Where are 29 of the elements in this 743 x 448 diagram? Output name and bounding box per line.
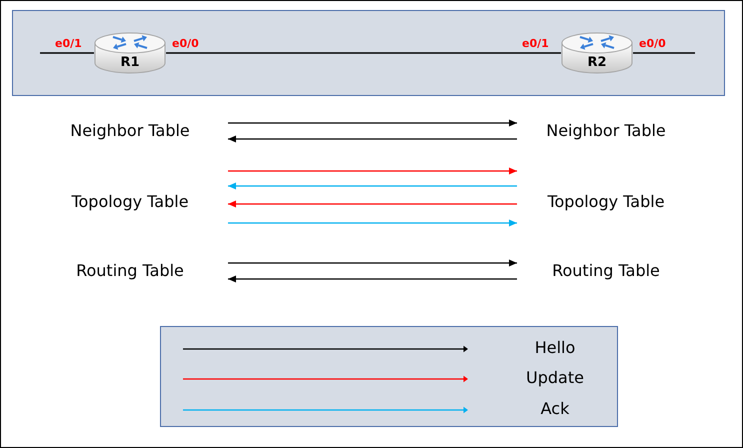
- table-label: Neighbor Table: [517, 120, 695, 142]
- interface-label: e0/0: [639, 37, 666, 50]
- arrow: [228, 168, 517, 174]
- legend-text: Hello: [534, 338, 576, 358]
- link-line: [633, 52, 695, 54]
- router: [94, 32, 166, 74]
- interface-label: e0/1: [522, 37, 549, 50]
- link-line: [40, 52, 94, 54]
- table-label: Topology Table: [517, 191, 695, 213]
- arrow: [228, 220, 517, 226]
- interface-label: e0/1: [55, 37, 82, 50]
- router-label: R1: [120, 55, 140, 70]
- table-label: Routing Table: [517, 260, 695, 282]
- router: [561, 32, 633, 74]
- arrow: [228, 276, 517, 282]
- router-label: R2: [587, 55, 607, 70]
- link-line: [166, 52, 561, 54]
- arrow: [228, 182, 517, 190]
- arrow: [228, 136, 517, 142]
- table-label: Routing Table: [32, 260, 228, 282]
- legend-text: Update: [526, 368, 584, 388]
- interface-label: e0/0: [172, 37, 199, 50]
- table-label: Neighbor Table: [32, 120, 228, 142]
- legend-text: Ack: [540, 399, 570, 419]
- network-panel: [12, 10, 725, 96]
- arrow: [228, 200, 517, 208]
- arrow: [228, 120, 517, 126]
- table-label: Topology Table: [32, 191, 228, 213]
- arrow: [228, 260, 517, 266]
